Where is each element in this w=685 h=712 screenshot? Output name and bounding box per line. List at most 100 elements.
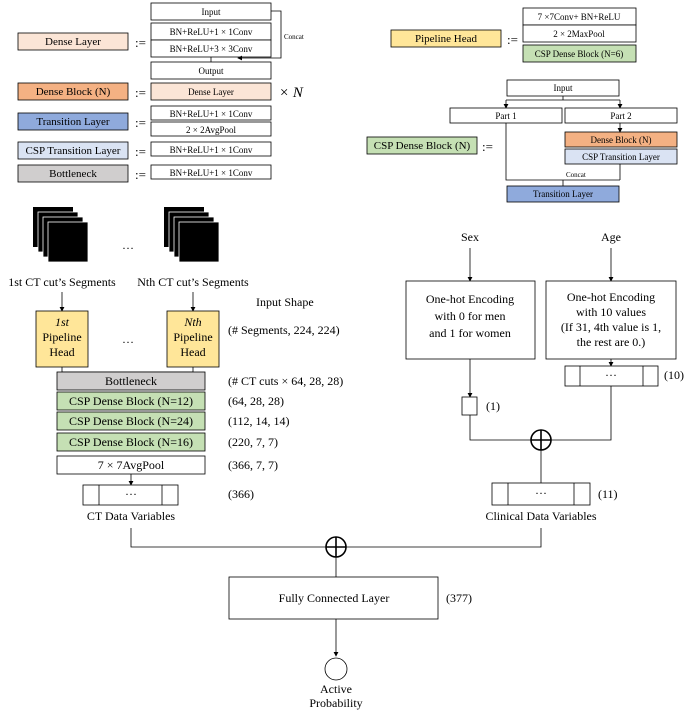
- def-symbol-1: :=: [135, 35, 146, 50]
- legend-pipeline-head-label: Pipeline Head: [415, 33, 478, 45]
- ct-image-stack-1: [33, 207, 89, 263]
- age-vector-dots: ···: [605, 368, 617, 382]
- legend-dense-layer-label: Dense Layer: [45, 36, 101, 48]
- pipeline-head-n-l3: Head: [180, 345, 205, 359]
- layer-csp-12: [56, 391, 206, 411]
- tr-conv: BN+ReLU+1 × 1Conv: [170, 109, 253, 119]
- ct-vector-label: CT Data Variables: [87, 509, 176, 523]
- csp-split: [506, 96, 620, 101]
- csp-dense-block: Dense Block (N): [591, 135, 652, 145]
- layer-bottleneck: [56, 371, 206, 391]
- legend-csp-transition: [17, 141, 129, 160]
- sex-vector-shape: (1): [486, 399, 500, 413]
- fc-layer-shape: (377): [446, 591, 472, 605]
- csp-tr-def: BN+ReLU+1 × 1Conv: [170, 145, 253, 155]
- legend-dense-block: [17, 82, 129, 101]
- legend-csp-transition-label: CSP Transition Layer: [26, 145, 121, 157]
- csp-part2: Part 2: [610, 111, 631, 121]
- ph-conv: 7 ×7Conv+ BN+ReLU: [538, 12, 621, 22]
- age-encoding-l3: (If 31, 4th value is 1,: [561, 320, 661, 334]
- dl-input-box: [150, 2, 272, 21]
- ct-vector-dots: ···: [125, 487, 137, 501]
- def-symbol-6: :=: [507, 32, 518, 47]
- pipeline-head-1-l1: 1st: [55, 315, 70, 329]
- pipeline-head-1-l2: Pipeline: [42, 330, 81, 344]
- csp-transition: CSP Transition Layer: [582, 152, 660, 162]
- ph-csp-box: [522, 44, 637, 63]
- def-symbol-5: :=: [135, 167, 146, 182]
- concat-plus-clinical: [530, 429, 552, 451]
- layer-avgpool-label: 7 × 7AvgPool: [98, 458, 165, 472]
- csp-concat-lines: [505, 123, 621, 186]
- csp-input: Input: [554, 83, 573, 93]
- clinical-vector-label: Clinical Data Variables: [485, 509, 596, 523]
- ct-image-stack-n: [164, 207, 220, 263]
- pipeline-head-n-l2: Pipeline: [173, 330, 212, 344]
- legend-transition: [17, 112, 129, 131]
- tr-conv-box: [150, 105, 272, 121]
- ct-vector-shape: (366): [228, 487, 254, 501]
- clinical-vector: [491, 482, 591, 506]
- bn-def: BN+ReLU+1 × 1Conv: [170, 168, 253, 178]
- age-encoding-l4: the rest are 0.): [577, 335, 646, 349]
- def-symbol-4: :=: [135, 144, 146, 159]
- bn-box: [150, 164, 272, 180]
- def-symbol-2: :=: [135, 85, 146, 100]
- layer-bottleneck-label: Bottleneck: [105, 374, 157, 388]
- legend-csp-dense: [366, 136, 478, 155]
- csp-part1: Part 1: [495, 111, 516, 121]
- times-n: × N: [279, 85, 304, 101]
- fc-layer-label: Fully Connected Layer: [279, 591, 390, 605]
- layer-csp-24-label: CSP Dense Block (N=24): [69, 414, 193, 428]
- input-shape-title: Input Shape: [256, 295, 314, 309]
- csp-tr-box: [150, 141, 272, 157]
- csp-transition-layer-box: [506, 185, 620, 203]
- dl-concat-bracket: [237, 10, 282, 61]
- layer-csp-12-shape: (64, 28, 28): [228, 394, 284, 408]
- db-dense-layer: Dense Layer: [188, 87, 234, 97]
- concat-plus-final: [325, 536, 347, 558]
- age-encoding-box: [545, 280, 677, 360]
- head-shape: (# Segments, 224, 224): [228, 323, 340, 337]
- output-label-l2: Probability: [309, 696, 362, 710]
- csp-concat: Concat: [566, 171, 586, 179]
- legend-transition-label: Transition Layer: [36, 116, 110, 128]
- sex-encoding-l3: and 1 for women: [429, 326, 511, 340]
- db-dense-layer-box: [150, 82, 272, 101]
- sex-label: Sex: [461, 230, 479, 244]
- segments-1-label: 1st CT cut’s Segments: [8, 275, 116, 289]
- age-encoding-l1: One-hot Encoding: [567, 290, 655, 304]
- age-vector-shape: (10): [664, 368, 684, 382]
- segments-n-label: Nth CT cut’s Segments: [137, 275, 249, 289]
- pipeline-head-1: [35, 310, 89, 368]
- layer-csp-16-shape: (220, 7, 7): [228, 435, 278, 449]
- tr-pool-box: [150, 121, 272, 137]
- ph-pool: 2 × 2MaxPool: [553, 29, 605, 39]
- clinical-vector-dots: ···: [535, 486, 547, 500]
- dl-concat: Concat: [284, 33, 304, 41]
- def-symbol-7: :=: [482, 139, 493, 154]
- clinical-vector-shape: (11): [598, 487, 618, 501]
- ph-csp: CSP Dense Block (N=6): [535, 49, 624, 59]
- layer-csp-24-shape: (112, 14, 14): [228, 414, 290, 428]
- dl-input: Input: [202, 7, 221, 17]
- dl-conv3: BN+ReLU+3 × 3Conv: [170, 44, 253, 54]
- legend-bottleneck-label: Bottleneck: [49, 168, 97, 180]
- legend-dense-block-label: Dense Block (N): [36, 86, 111, 98]
- ph-pool-box: [522, 24, 637, 43]
- csp-transition-box: [564, 148, 678, 165]
- pipeline-head-n-l1: Nth: [183, 315, 201, 329]
- sex-encoding-l1: One-hot Encoding: [426, 292, 514, 306]
- def-symbol-3: :=: [135, 115, 146, 130]
- layer-csp-16-label: CSP Dense Block (N=16): [69, 435, 193, 449]
- dl-output: Output: [198, 66, 224, 76]
- fc-layer: [228, 576, 439, 620]
- output-node: [324, 657, 348, 681]
- layer-csp-24: [56, 411, 206, 431]
- legend-dense-layer: [17, 32, 129, 51]
- dl-conv1: BN+ReLU+1 × 1Conv: [170, 27, 253, 37]
- output-label-l1: Active: [320, 682, 352, 696]
- ct-vector: [82, 484, 179, 506]
- age-label: Age: [601, 230, 621, 244]
